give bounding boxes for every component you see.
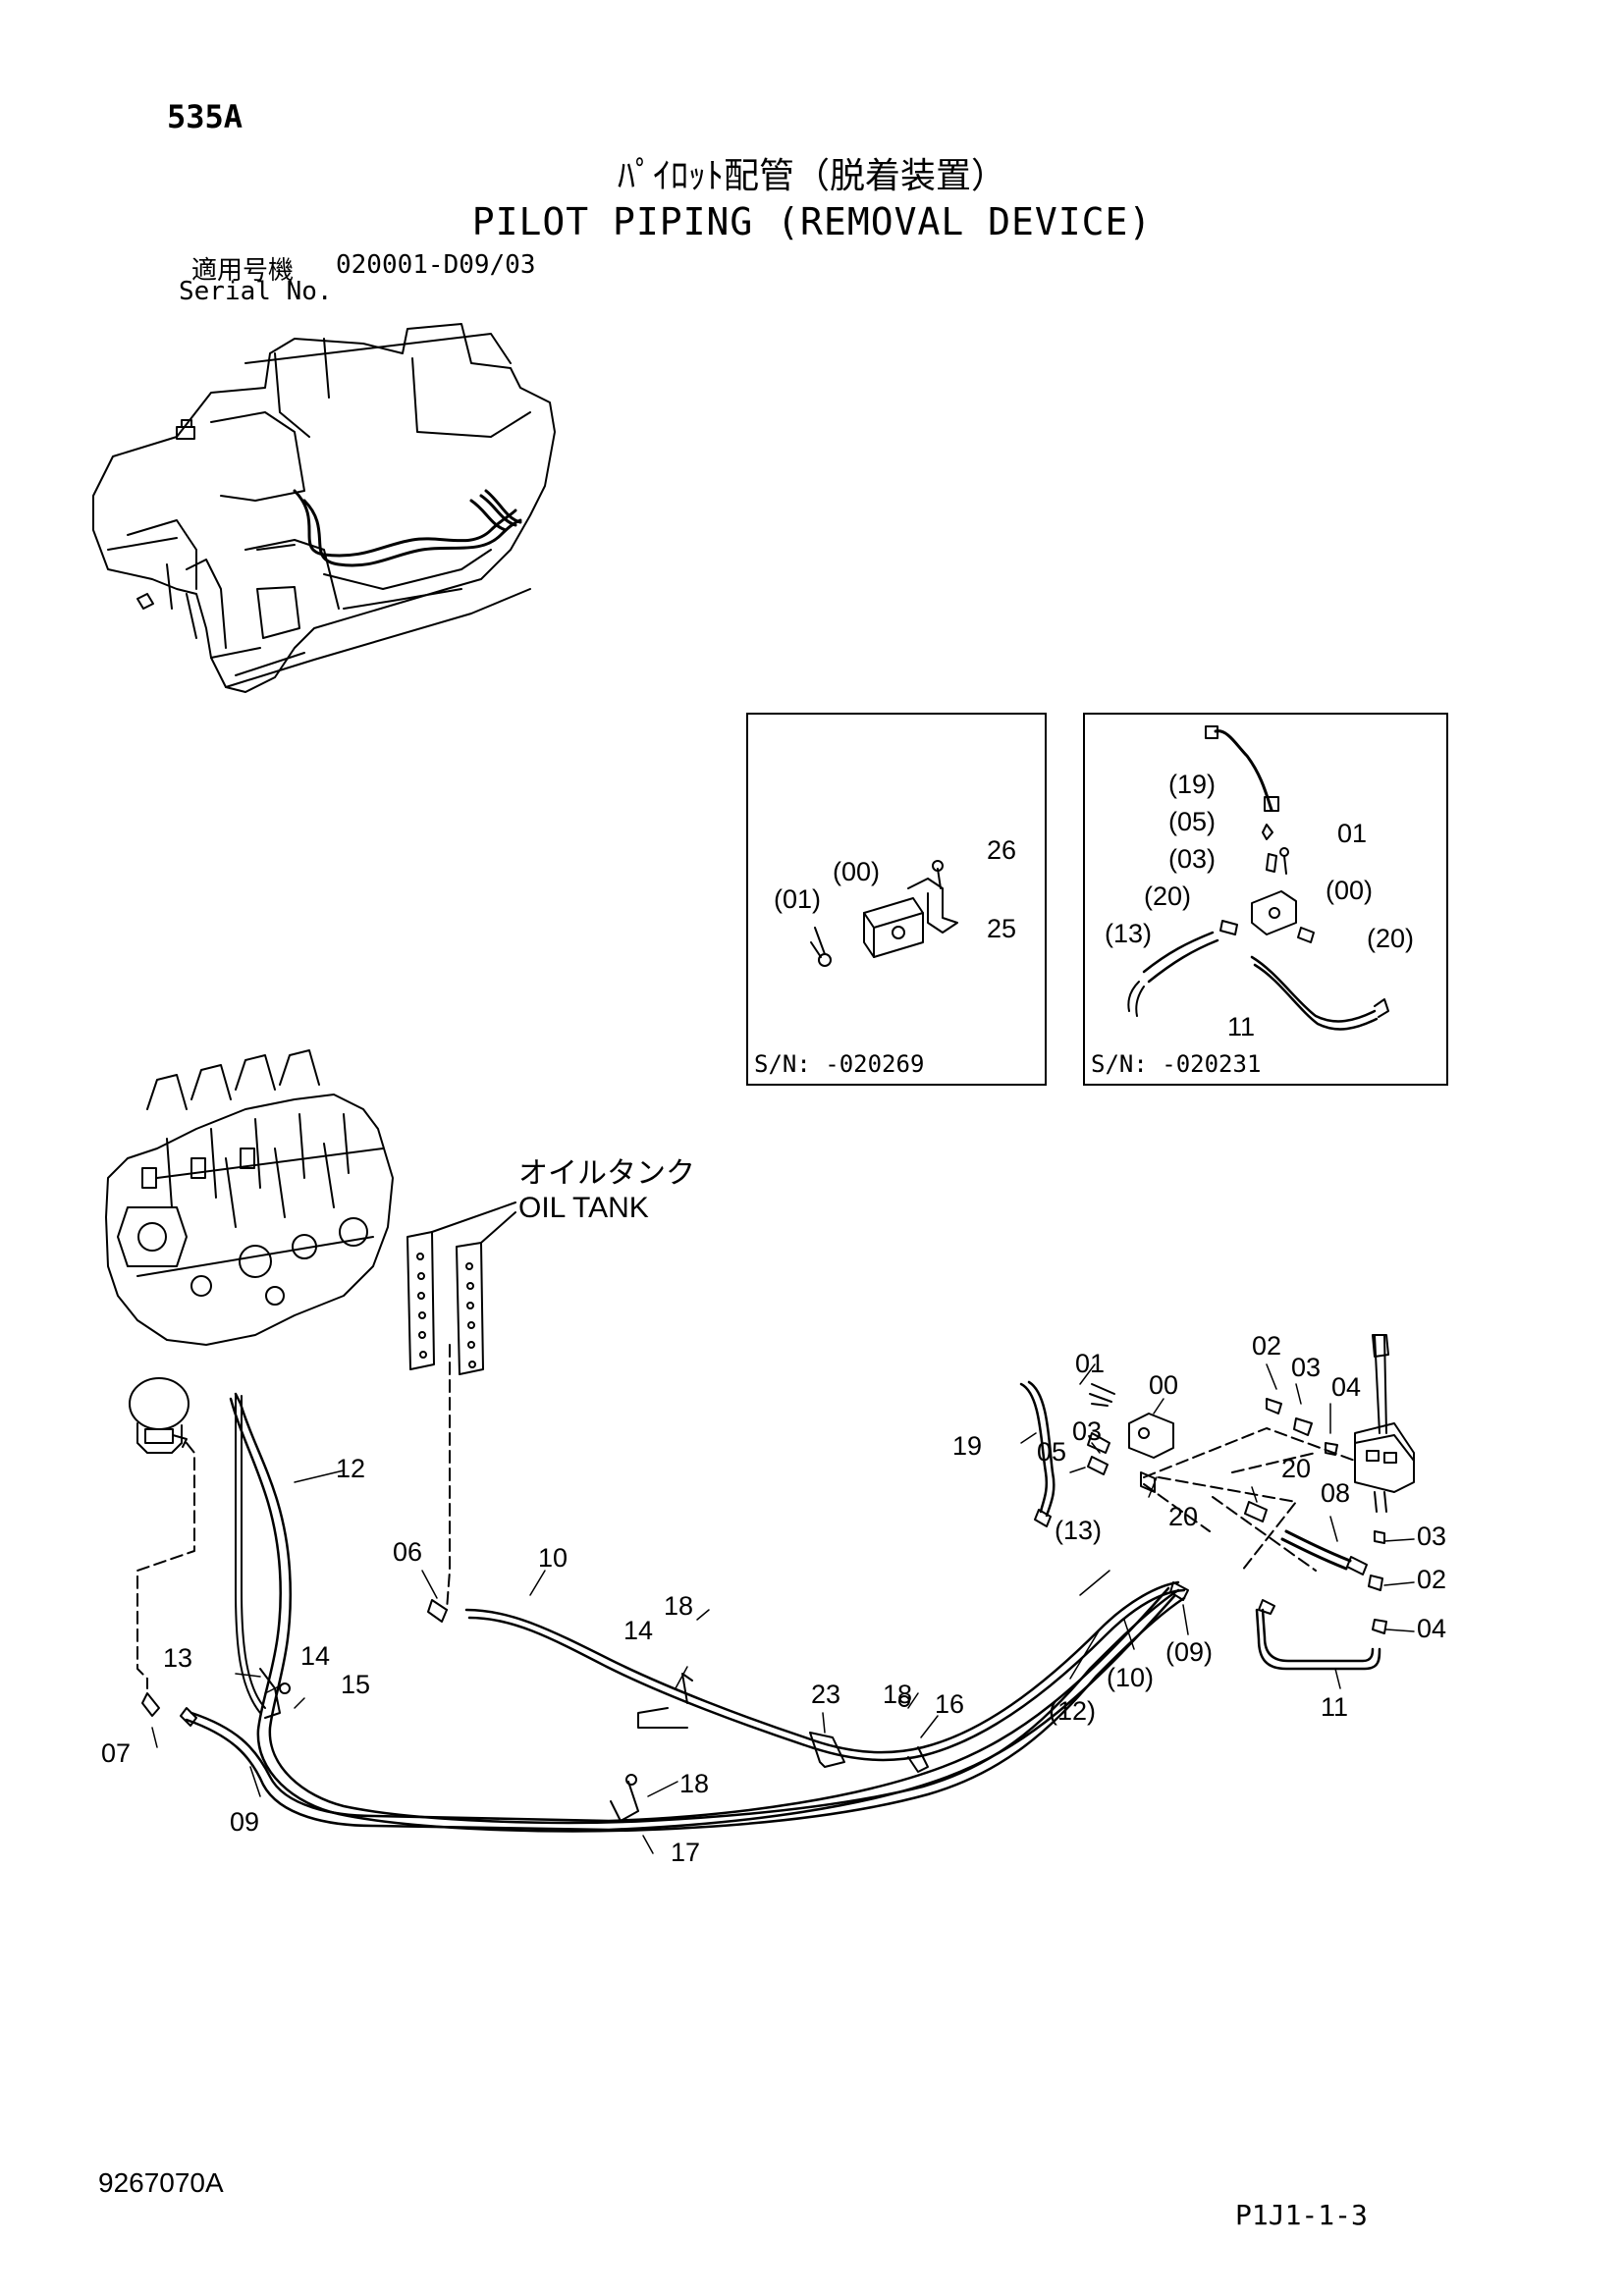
inset-b-callout: (13) [1105, 919, 1152, 948]
inset-variant-a: S/N: -020269 [746, 713, 1047, 1086]
title-japanese: ﾊﾟｲﾛｯﾄ配管（脱着装置） [617, 156, 1006, 196]
callout: (10) [1107, 1663, 1154, 1692]
oil-tank-label: オイルタンク OIL TANK [518, 1157, 695, 1224]
inset-b-drawing [1127, 725, 1389, 1031]
oil-tank-brackets [406, 1201, 516, 1611]
callout: 04 [1417, 1614, 1446, 1643]
title-english: PILOT PIPING (REMOVAL DEVICE) [471, 200, 1153, 243]
inset-a-callout: (01) [774, 884, 821, 914]
accumulator-illustration [129, 1377, 189, 1454]
callout: 16 [935, 1689, 964, 1719]
inset-b-serial: S/N: -020231 [1091, 1050, 1262, 1078]
inset-a-callout: 25 [987, 914, 1016, 943]
inset-b-callout: 01 [1337, 819, 1367, 848]
pilot-control-lever-illustration [1354, 1334, 1415, 1513]
callout: 20 [1168, 1502, 1198, 1531]
serial-label-english: Serial No. [179, 277, 333, 306]
page-reference: P1J1-1-3 [1235, 2199, 1368, 2231]
callout: 08 [1321, 1478, 1350, 1508]
callout: 00 [1149, 1370, 1178, 1400]
callout: 18 [883, 1680, 912, 1709]
document-number: 9267070A [98, 2167, 224, 2198]
callout: 17 [671, 1838, 700, 1867]
callout: 14 [300, 1641, 330, 1671]
callout: 06 [393, 1537, 422, 1567]
callout: 02 [1417, 1565, 1446, 1594]
callout: 02 [1252, 1331, 1281, 1361]
oil-tank-label-en: OIL TANK [518, 1192, 649, 1224]
serial-label-japanese: 適用号機 [191, 256, 295, 286]
callout: 01 [1075, 1349, 1105, 1378]
hose-bundle [185, 1380, 1381, 1833]
inset-a-serial: S/N: -020269 [754, 1050, 925, 1078]
fittings [141, 1383, 1387, 1822]
callout: 05 [1037, 1437, 1066, 1467]
callout: 18 [664, 1591, 693, 1621]
inset-b-callout: (19) [1168, 770, 1216, 799]
inset-a-callout: 26 [987, 835, 1016, 865]
callout: 15 [341, 1670, 370, 1699]
callout-labels: 12 06 10 18 14 13 14 15 07 09 23 18 16 1… [101, 1331, 1446, 1867]
callout: 04 [1331, 1372, 1361, 1402]
callout: 23 [811, 1680, 840, 1709]
callout: 13 [163, 1643, 192, 1673]
routing-leaders [1143, 1427, 1356, 1572]
callout: (12) [1049, 1696, 1096, 1726]
inset-b-callout: 11 [1227, 1012, 1255, 1041]
callout: 18 [679, 1769, 709, 1798]
accumulator-leader [136, 1442, 195, 1689]
machine-overview-illustration [92, 323, 556, 693]
callout: 14 [623, 1616, 653, 1645]
callout-leaders [151, 1363, 1415, 1854]
callout: 12 [336, 1454, 365, 1483]
callout: 11 [1321, 1692, 1348, 1722]
callout: 03 [1291, 1353, 1321, 1382]
inset-variant-b: S/N: -020231 [1083, 713, 1448, 1086]
inset-b-callout: (00) [1326, 876, 1373, 905]
control-valve-illustration [105, 1049, 394, 1346]
callout: 09 [230, 1807, 259, 1837]
page-number: 535A [167, 98, 244, 135]
callout: (13) [1055, 1516, 1102, 1545]
serial-range: 020001-D09/03 [336, 250, 536, 280]
inset-a-drawing [810, 860, 958, 967]
callout: 07 [101, 1738, 131, 1768]
callout: 03 [1417, 1522, 1446, 1551]
callout: 03 [1072, 1416, 1102, 1446]
callout: 20 [1281, 1454, 1311, 1483]
oil-tank-label-jp: オイルタンク [518, 1157, 695, 1190]
inset-b-callout: (03) [1168, 844, 1216, 874]
inset-labels: 26 (00) (01) 25 (19) (05) 01 (03) (20) (… [774, 770, 1414, 1041]
inset-b-callout: (20) [1144, 881, 1191, 911]
callout: (09) [1165, 1637, 1213, 1667]
inset-b-callout: (20) [1367, 924, 1414, 953]
inset-a-callout: (00) [833, 857, 880, 886]
inset-b-callout: (05) [1168, 807, 1216, 836]
callout: 19 [952, 1431, 982, 1461]
callout: 10 [538, 1543, 568, 1573]
